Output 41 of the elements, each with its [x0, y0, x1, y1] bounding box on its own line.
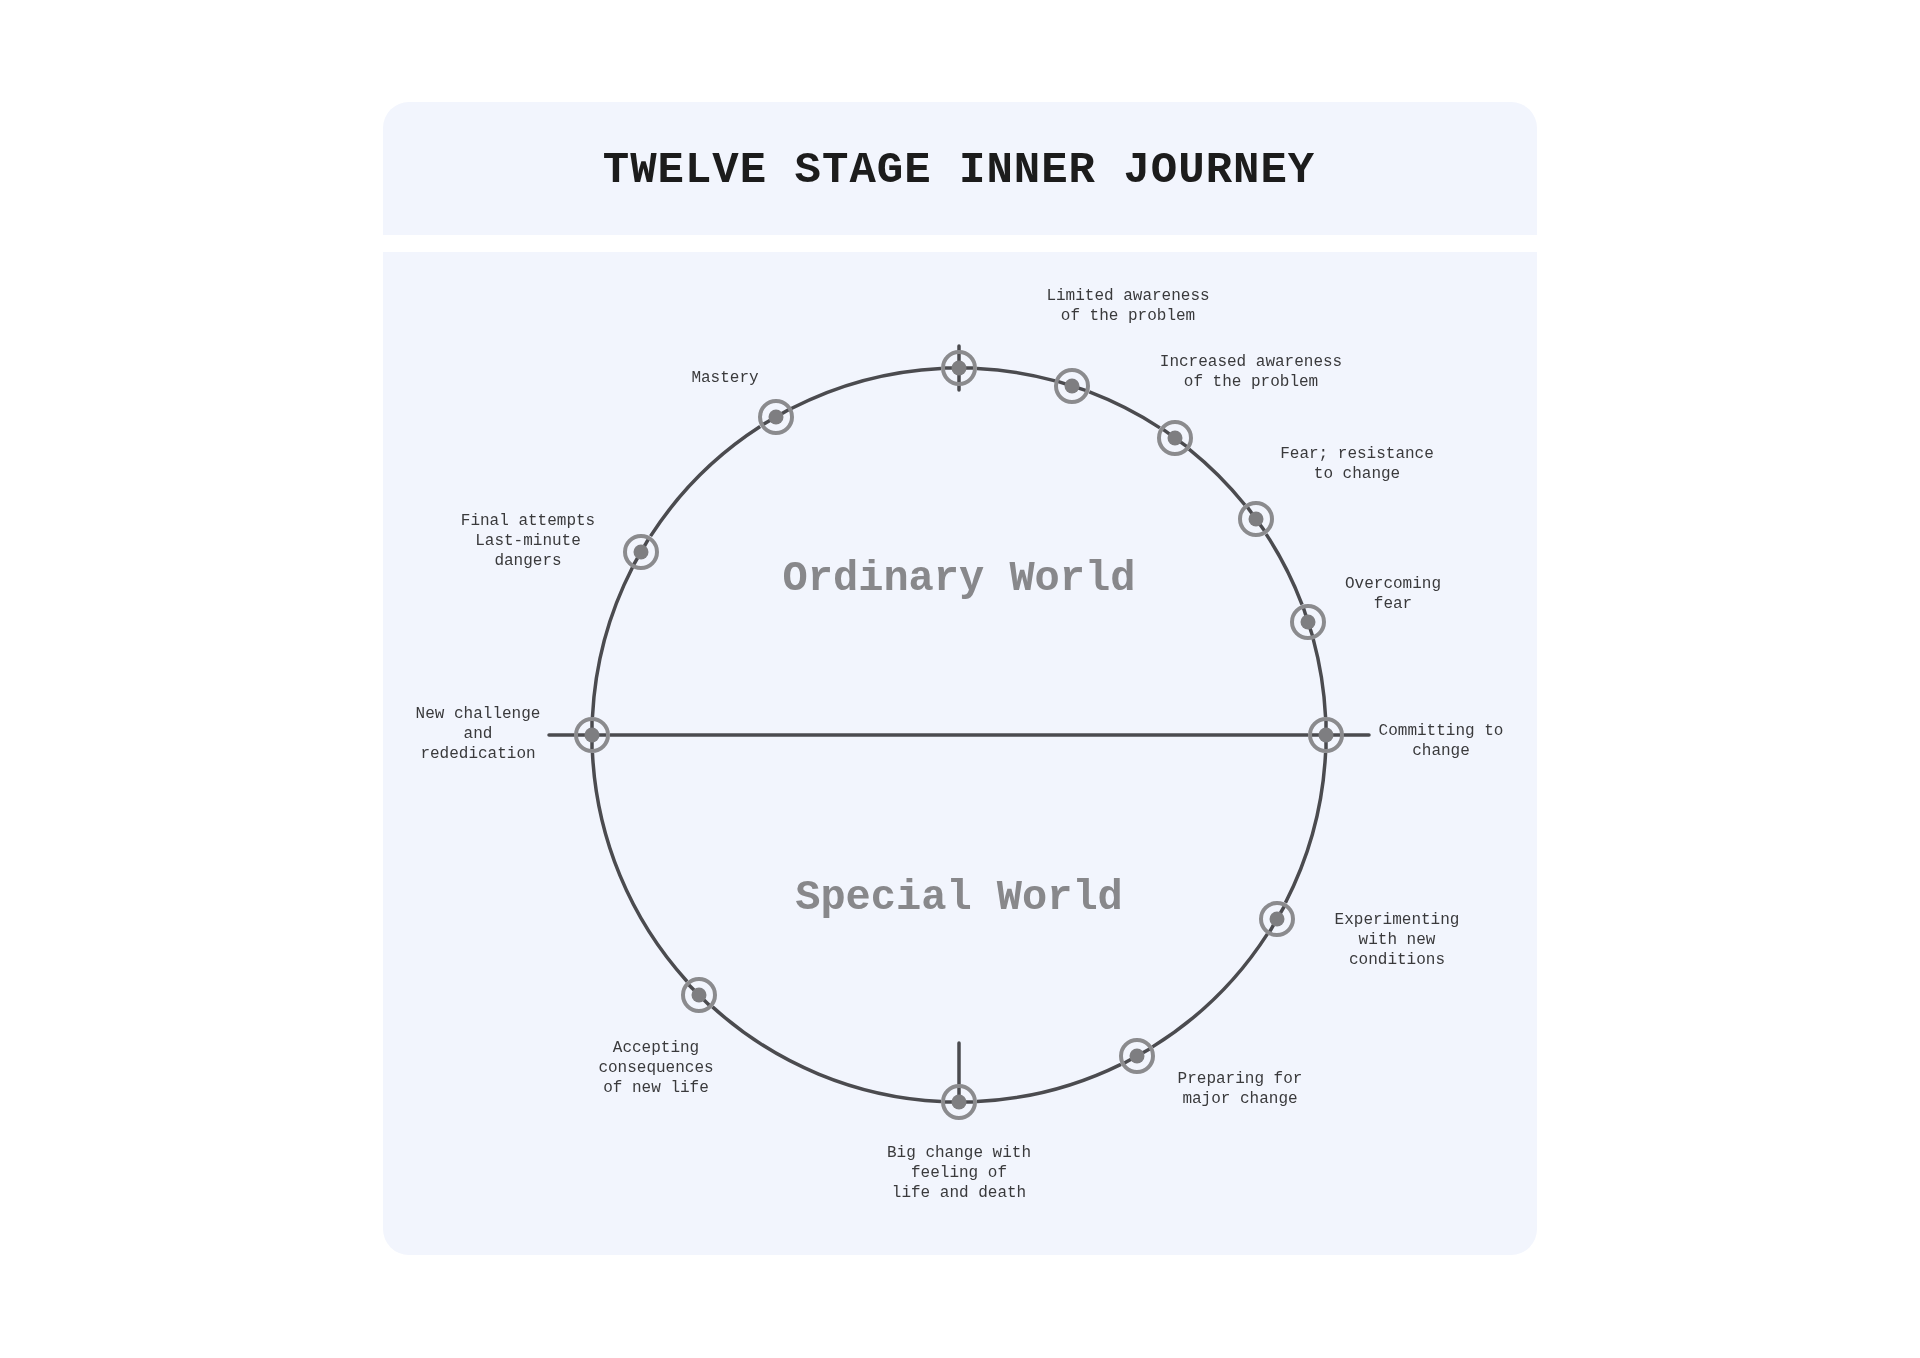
marker-label: Final attempts Last-minute dangers	[460, 511, 596, 571]
marker-label: Limited awareness of the problem	[1046, 286, 1210, 326]
ring-marker	[1236, 500, 1275, 539]
circle-arc	[976, 1062, 1122, 1104]
region-label: Special World	[795, 874, 1123, 922]
circle-arc	[711, 1005, 942, 1104]
diagram-title: TWELVE STAGE INNER JOURNEY	[602, 145, 1316, 195]
ring-marker	[1289, 602, 1328, 641]
marker-label: Mastery	[691, 368, 759, 388]
circle-arc	[1088, 390, 1161, 430]
marker-label: Fear; resistance to change	[1280, 444, 1434, 484]
circle-arc	[976, 366, 1056, 383]
ring-marker	[1155, 419, 1194, 458]
circle-arc	[590, 566, 635, 718]
marker-label: Experimenting with new conditions	[1334, 910, 1460, 970]
ring-marker	[573, 716, 611, 754]
marker-label: Overcoming fear	[1345, 574, 1441, 614]
circle-arc	[790, 366, 942, 411]
ring-marker	[680, 975, 719, 1014]
circle-arc	[590, 752, 689, 983]
circle-arc	[649, 425, 762, 538]
ring-marker	[940, 1083, 978, 1121]
region-label: Ordinary World	[782, 555, 1136, 603]
ring-marker	[1257, 899, 1296, 938]
marker-label: New challenge and rededication	[415, 704, 541, 764]
circle-arc	[1283, 752, 1328, 904]
ring-marker	[622, 532, 661, 571]
marker-label: Accepting consequences of new life	[598, 1038, 714, 1098]
circle-arc	[1187, 447, 1247, 507]
ring-marker	[1117, 1037, 1156, 1075]
marker-label: Big change with feeling of life and death	[887, 1143, 1031, 1203]
ring-marker	[1307, 716, 1345, 754]
ring-marker	[1053, 366, 1092, 405]
ring-marker	[756, 398, 795, 437]
circle-arc	[1151, 932, 1269, 1049]
marker-label: Committing to change	[1378, 721, 1504, 761]
ring-marker	[940, 344, 978, 392]
marker-label: Preparing for major change	[1177, 1069, 1303, 1109]
circle-arc	[1311, 638, 1328, 718]
marker-label: Increased awareness of the problem	[1159, 352, 1343, 392]
circle-arc	[1264, 533, 1304, 606]
